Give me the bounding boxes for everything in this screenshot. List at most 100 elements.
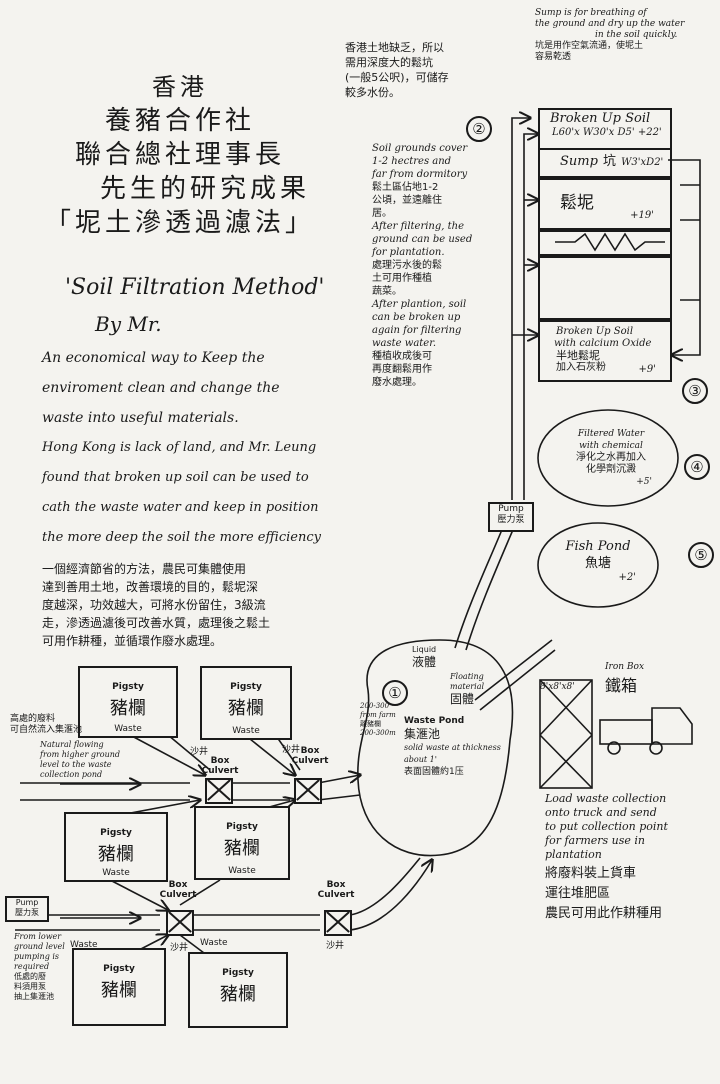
truck-note-line: onto truck and send — [545, 806, 657, 819]
note-line: in the soil quickly. — [595, 30, 678, 40]
note-line: 1-2 hectres and — [372, 156, 452, 167]
description-cn: 一個經濟節省的方法，農民可集體使用 達到善用土地，改善環境的目的，鬆坭深 度越深… — [42, 560, 362, 650]
desc-en-line: waste into useful materials. — [42, 410, 239, 426]
bed2-label: 鬆坭 — [560, 193, 594, 213]
desc-en-line: enviroment clean and change the — [42, 380, 280, 396]
note-line: can be broken up — [372, 312, 461, 323]
note-line: waste water. — [372, 338, 437, 349]
note-line: 較多水份。 — [345, 86, 400, 99]
note-line: from higher ground — [40, 750, 121, 759]
bed4-label-1: Broken Up Soil — [556, 326, 634, 337]
pond-note: about 1' — [404, 755, 437, 764]
floating-cn: 固體 — [450, 692, 475, 706]
soil-bed-1: Broken Up Soil L60'x W30'x D5' +22' — [538, 108, 672, 150]
bed1-dim: L60'x W30'x D5' — [552, 127, 635, 138]
pigsty-label: Pigsty — [230, 682, 262, 692]
desc-cn-line: 達到善用土地，改善環境的目的，鬆坭深 — [42, 580, 259, 594]
sump-note: Sump is for breathing of the ground and … — [535, 8, 684, 63]
pigsty-3: Pigsty 豬欄 Waste — [64, 812, 168, 882]
pigsty-1: Pigsty 豬欄 Waste — [78, 666, 178, 738]
stage4-text: Filtered Water with chemical 淨化之水再加入 化學劑… — [556, 428, 666, 488]
pigsty-label-cn: 豬欄 — [98, 844, 134, 865]
shajing-1: 沙井 — [190, 747, 209, 757]
pipe-up — [511, 118, 530, 500]
note-line: the ground and dry up the water — [535, 19, 685, 29]
title-line3: 聯合總社理事長 — [74, 140, 285, 170]
pipe-up-2 — [523, 134, 538, 500]
bed4-label-2: with calcium Oxide — [554, 338, 652, 349]
desc-cn-line: 可用作耕種，並循環作廢水處理。 — [42, 634, 223, 648]
soil-bed-2: 鬆坭 +19' — [538, 178, 672, 230]
note-line: 容易乾透 — [535, 52, 572, 62]
note-line: After filtering, the — [372, 221, 465, 232]
bed2-level: +19' — [630, 210, 654, 221]
title-line2: 養豬合作社 — [104, 106, 255, 136]
zigzag — [555, 232, 665, 252]
bed1-label: Broken Up Soil — [550, 111, 651, 126]
note-line: Soil grounds cover — [372, 143, 468, 154]
left-note-upper-en: Natural flowing from higher ground level… — [40, 740, 120, 780]
description-en: An economical way to Keep the enviroment… — [42, 343, 352, 553]
soil-bed-sep — [538, 230, 672, 256]
note-line: ground can be used — [372, 234, 473, 245]
note-line: 再度翻鬆用作 — [372, 364, 432, 375]
truck-note-line: for farmers use in — [545, 834, 646, 847]
pump-left: Pump 壓力泵 — [5, 896, 49, 922]
title-line5: 「坭土滲透過濾法」 — [44, 208, 315, 238]
note-line: 處理污水後的鬆 — [372, 260, 442, 271]
desc-en-line: the more deep the soil the more efficien… — [42, 530, 321, 545]
fish-pond-level: +2' — [618, 572, 637, 583]
waste-label: Waste — [102, 868, 130, 878]
shajing-3: 沙井 — [170, 943, 189, 953]
note-line: 鬆土區佔地1-2 — [372, 182, 439, 193]
note-line: 香港土地缺乏，所以 — [345, 41, 444, 54]
left-note-upper-cn: 高處的廢料 可自然流入集滙池 — [10, 714, 82, 736]
note-line: required — [14, 962, 50, 971]
waste-label: Waste — [114, 724, 142, 734]
pump-left-label-cn: 壓力泵 — [15, 908, 39, 917]
note-line: 公頃，並遠離住 — [372, 195, 442, 206]
bed4-label-cn1: 半地鬆坭 — [556, 349, 600, 362]
desc-cn-line: 一個經濟節省的方法，農民可集體使用 — [42, 562, 247, 576]
pump-top-label-cn: 壓力泵 — [497, 515, 525, 525]
waste-label: Waste — [232, 726, 260, 736]
desc-en-line: found that broken up soil can be used to — [42, 470, 309, 485]
truck-note-cn: 運往堆肥區 — [545, 886, 611, 901]
floating-pipe — [474, 639, 553, 701]
pigsty-6: Pigsty 豬欄 — [188, 952, 288, 1028]
stage5-ellipse — [537, 522, 659, 608]
bed4-level: +9' — [638, 364, 657, 375]
note-line: 土可用作種植 — [372, 273, 432, 284]
soil-bed-3 — [538, 256, 672, 320]
stage4-line: Filtered Water — [577, 429, 645, 439]
truck-note-cn: 農民可用此作耕種用 — [545, 906, 663, 921]
note-line: 需用深度大的鬆坑 — [345, 56, 433, 69]
note-line: 抽上集滙池 — [14, 992, 54, 1001]
pond-side-line: from farm — [360, 711, 396, 719]
truck-note-line: plantation — [545, 848, 602, 861]
note-line: 高處的廢料 — [10, 714, 56, 724]
liquid-cn: 液體 — [412, 655, 437, 669]
note-line: far from dormitory — [372, 169, 468, 180]
pigsty-label: Pigsty — [103, 964, 135, 974]
pond-note-cn: 表面固體約1压 — [404, 767, 464, 777]
note-line: 低處的廢 — [14, 972, 46, 981]
liquid-label: Liquid 液體 — [412, 644, 436, 668]
bed1-level: +22' — [637, 127, 662, 138]
note-line: (一般5公呎)，可儲存 — [345, 71, 449, 84]
iron-box-en: Iron Box — [605, 662, 645, 672]
iron-box-cn: 鐵箱 — [605, 676, 638, 695]
pigsty-label: Pigsty — [226, 822, 258, 832]
truck-note-line: to put collection point — [545, 820, 668, 833]
pump-top-label: Pump — [498, 504, 524, 514]
pond-side-line: 離豬欄 — [360, 720, 381, 728]
sump-label: Sump — [560, 154, 598, 169]
sump-label-cn: 坑 — [603, 154, 617, 169]
shajing-4: 沙井 — [326, 941, 345, 951]
shajing-2: 沙井 — [282, 745, 301, 755]
pump-top: Pump 壓力泵 — [488, 502, 534, 532]
circle-label-5: ⑤ — [688, 542, 714, 568]
box-culvert-3-label: Box Culvert — [159, 880, 197, 900]
note-line: for plantation. — [372, 247, 445, 258]
